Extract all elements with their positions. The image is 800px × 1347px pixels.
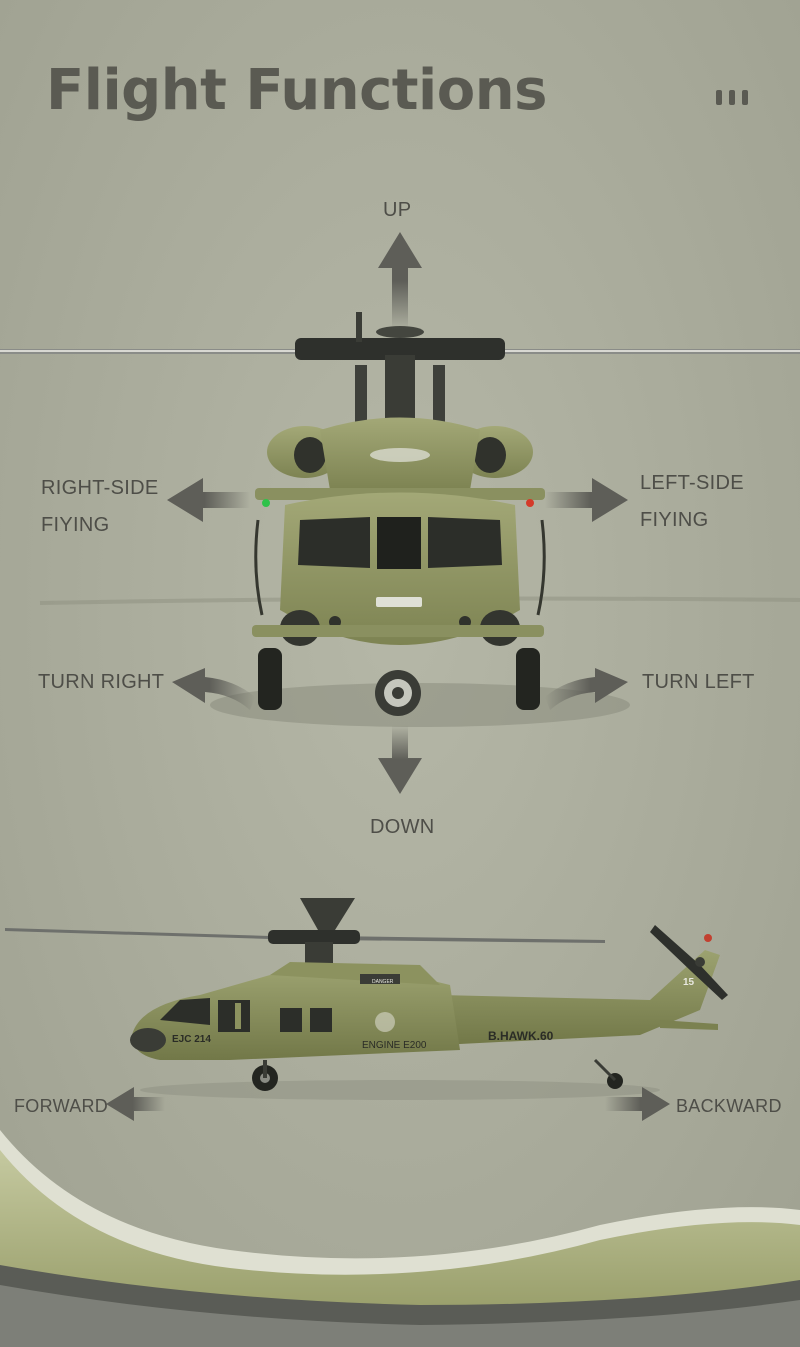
up-arrow-icon [378,232,422,330]
decorative-wave [0,1130,800,1347]
label-left-side-line1: LEFT-SIDE [640,472,744,494]
label-down: DOWN [370,816,435,838]
left-side-arrow-icon [545,478,628,522]
label-turn-left: TURN LEFT [642,671,755,693]
label-left-side: LEFT-SIDE FIYING [640,465,744,539]
turn-left-arrow-icon [545,668,628,710]
engine-text: ENGINE E200 [362,1040,427,1051]
forward-arrow-icon [106,1087,165,1121]
right-side-arrow-icon [167,478,250,522]
label-backward: BACKWARD [676,1096,782,1116]
label-up: UP [383,199,412,221]
warning-text: DANGER [372,979,394,985]
label-right-side-line1: RIGHT-SIDE [41,477,159,499]
tail-code-text: EJC 214 [172,1034,211,1045]
model-name-text: B.HAWK.60 [488,1029,554,1043]
label-turn-right: TURN RIGHT [38,671,165,693]
page-title: Flight Functions [46,58,547,123]
label-forward: FORWARD [14,1096,109,1116]
front-helicopter-image [0,312,800,727]
menu-dots-icon [716,90,748,105]
turn-right-arrow-icon [172,668,255,710]
side-helicopter-image: EJC 214 ENGINE E200 B.HAWK.60 15 DANGER [5,898,728,1100]
label-right-side: RIGHT-SIDE FIYING [41,470,158,544]
label-right-side-line2: FIYING [41,514,110,536]
label-left-side-line2: FIYING [640,509,709,531]
tail-number-text: 15 [683,977,695,988]
down-arrow-icon [378,725,422,794]
backward-arrow-icon [605,1087,670,1121]
